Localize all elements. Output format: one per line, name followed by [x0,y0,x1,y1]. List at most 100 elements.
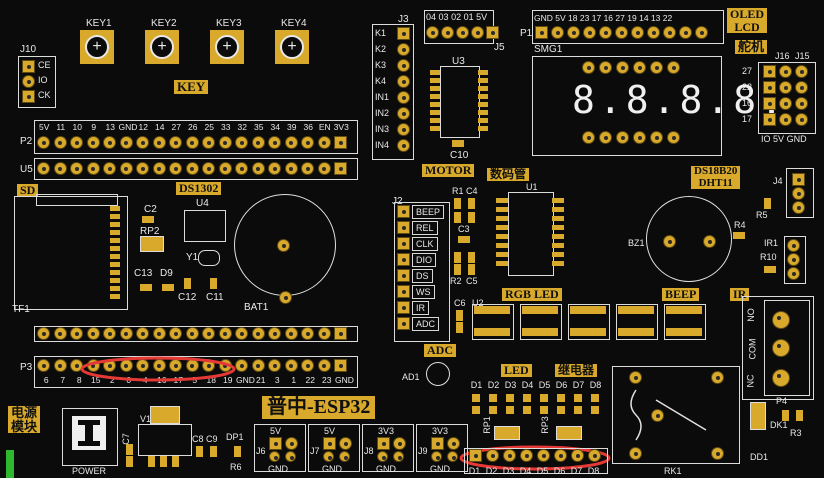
j5-pin[interactable] [427,27,438,38]
servo-pin[interactable] [764,82,775,93]
p3-pin[interactable] [318,360,330,371]
terminal-screw[interactable] [773,370,789,386]
j3-pin[interactable] [398,76,409,87]
smg-pin[interactable] [600,62,611,73]
p2-pin[interactable] [87,137,99,148]
j3-pin[interactable] [398,28,409,39]
p3-pin[interactable] [219,360,231,371]
j3-pin[interactable] [398,60,409,71]
key4-button[interactable]: + [275,30,309,64]
p2-pin[interactable] [137,137,148,148]
p1-pin[interactable] [680,27,691,38]
p3-pin[interactable] [137,360,148,371]
j2-pin[interactable] [398,206,409,217]
smg-pin[interactable] [583,62,594,73]
servo-pin[interactable] [764,66,775,77]
u5-pin[interactable] [219,163,231,174]
u5-pin[interactable] [104,163,115,174]
j5-pin[interactable] [457,27,468,38]
u5-pin[interactable] [186,163,198,174]
power-header-pin[interactable] [340,452,349,461]
p2-pin[interactable] [203,137,214,148]
power-header-pin[interactable] [378,452,387,461]
j10-pin[interactable] [23,61,34,72]
p3-pin[interactable] [54,360,66,371]
u5-pin[interactable] [318,163,330,174]
servo-pin[interactable] [780,82,791,93]
servo-pin[interactable] [764,114,775,125]
j2-pin[interactable] [398,318,409,329]
p1-pin[interactable] [632,27,643,38]
smg-pin[interactable] [583,132,594,143]
power-header-pin[interactable] [340,438,351,449]
led-header-pin[interactable] [589,450,600,461]
led-header-pin[interactable] [487,450,498,461]
p3-pin[interactable] [269,360,280,371]
j10-pin[interactable] [23,76,34,87]
p3-upper-pin[interactable] [203,328,214,339]
servo-pin[interactable] [796,82,807,93]
p3-upper-pin[interactable] [318,328,330,339]
power-header-pin[interactable] [378,438,389,449]
p1-pin[interactable] [536,27,547,38]
u5-pin[interactable] [153,163,165,174]
u5-pin[interactable] [269,163,280,174]
led-header-pin[interactable] [470,450,481,461]
p1-pin[interactable] [648,27,659,38]
j5-pin[interactable] [442,27,453,38]
u5-pin[interactable] [54,163,66,174]
p3-upper-pin[interactable] [120,328,132,339]
p2-pin[interactable] [236,137,247,148]
p2-pin[interactable] [71,137,82,148]
p3-pin[interactable] [87,360,99,371]
j2-pin[interactable] [398,286,409,297]
p3-upper-pin[interactable] [285,328,297,339]
p2-pin[interactable] [153,137,165,148]
power-header-pin[interactable] [432,438,443,449]
smg-pin[interactable] [617,132,628,143]
u5-pin[interactable] [302,163,313,174]
p1-pin[interactable] [552,27,563,38]
power-header-pin[interactable] [324,438,335,449]
j10-pin[interactable] [23,91,34,102]
j2-pin[interactable] [398,270,409,281]
p2-pin[interactable] [302,137,313,148]
p3-upper-pin[interactable] [335,328,346,339]
p2-pin[interactable] [269,137,280,148]
u5-pin[interactable] [252,163,264,174]
p3-upper-pin[interactable] [104,328,115,339]
p3-pin[interactable] [236,360,247,371]
power-switch[interactable] [62,408,118,466]
smg-pin[interactable] [668,62,679,73]
servo-pin[interactable] [796,114,807,125]
p1-pin[interactable] [600,27,611,38]
key2-button[interactable]: + [145,30,179,64]
p3-pin[interactable] [153,360,165,371]
terminal-screw[interactable] [773,312,789,328]
u5-pin[interactable] [87,163,99,174]
power-header-pin[interactable] [286,452,295,461]
p2-pin[interactable] [335,137,346,148]
u5-pin[interactable] [38,163,49,174]
servo-pin[interactable] [796,98,807,109]
p3-upper-pin[interactable] [71,328,82,339]
j2-pin[interactable] [398,254,409,265]
p2-pin[interactable] [54,137,66,148]
p3-upper-pin[interactable] [302,328,313,339]
servo-pin[interactable] [780,98,791,109]
p3-upper-pin[interactable] [170,328,181,339]
p1-pin[interactable] [584,27,595,38]
u5-pin[interactable] [120,163,132,174]
j4-pin[interactable] [793,202,804,213]
p1-pin[interactable] [696,27,707,38]
p2-pin[interactable] [120,137,132,148]
p3-pin[interactable] [71,360,82,371]
servo-pin[interactable] [796,66,807,77]
power-header-pin[interactable] [324,452,333,461]
u5-pin[interactable] [203,163,214,174]
p3-upper-pin[interactable] [87,328,99,339]
p3-upper-pin[interactable] [54,328,66,339]
power-header-pin[interactable] [270,438,281,449]
j3-pin[interactable] [398,124,409,135]
p3-pin[interactable] [104,360,115,371]
